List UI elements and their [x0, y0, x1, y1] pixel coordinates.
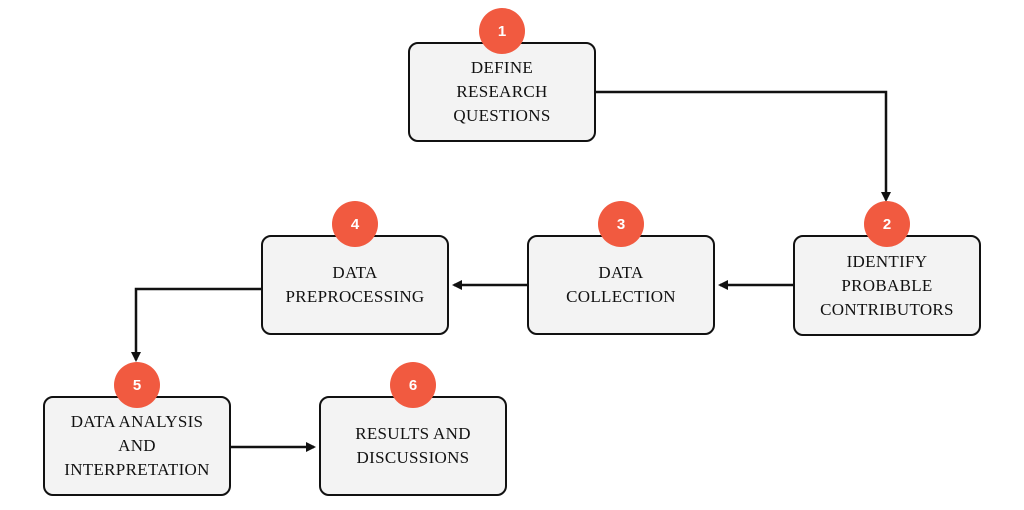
step-3-badge: 3 [598, 201, 644, 247]
step-2-label: IDENTIFY PROBABLE CONTRIBUTORS [820, 251, 954, 319]
step-3-label: DATA COLLECTION [566, 263, 676, 306]
step-1-box: DEFINE RESEARCH QUESTIONS [408, 42, 596, 142]
connector-step-1-to-2 [596, 90, 891, 202]
step-2-box: IDENTIFY PROBABLE CONTRIBUTORS [793, 235, 981, 336]
step-3-box: DATA COLLECTION [527, 235, 715, 335]
step-4-box: DATA PREPROCESSING [261, 235, 449, 335]
step-2-badge: 2 [864, 201, 910, 247]
step-6-label: RESULTS AND DISCUSSIONS [355, 424, 471, 467]
step-5-box: DATA ANALYSIS AND INTERPRETATION [43, 396, 231, 496]
step-4-badge: 4 [332, 201, 378, 247]
step-1-label: DEFINE RESEARCH QUESTIONS [453, 58, 551, 125]
step-5-label: DATA ANALYSIS AND INTERPRETATION [64, 412, 210, 479]
step-6-box: RESULTS AND DISCUSSIONS [319, 396, 507, 496]
connector-step-4-to-5 [131, 287, 261, 362]
step-6-badge: 6 [390, 362, 436, 408]
step-1-badge: 1 [479, 8, 525, 54]
step-4-label: DATA PREPROCESSING [285, 263, 425, 306]
step-5-badge: 5 [114, 362, 160, 408]
